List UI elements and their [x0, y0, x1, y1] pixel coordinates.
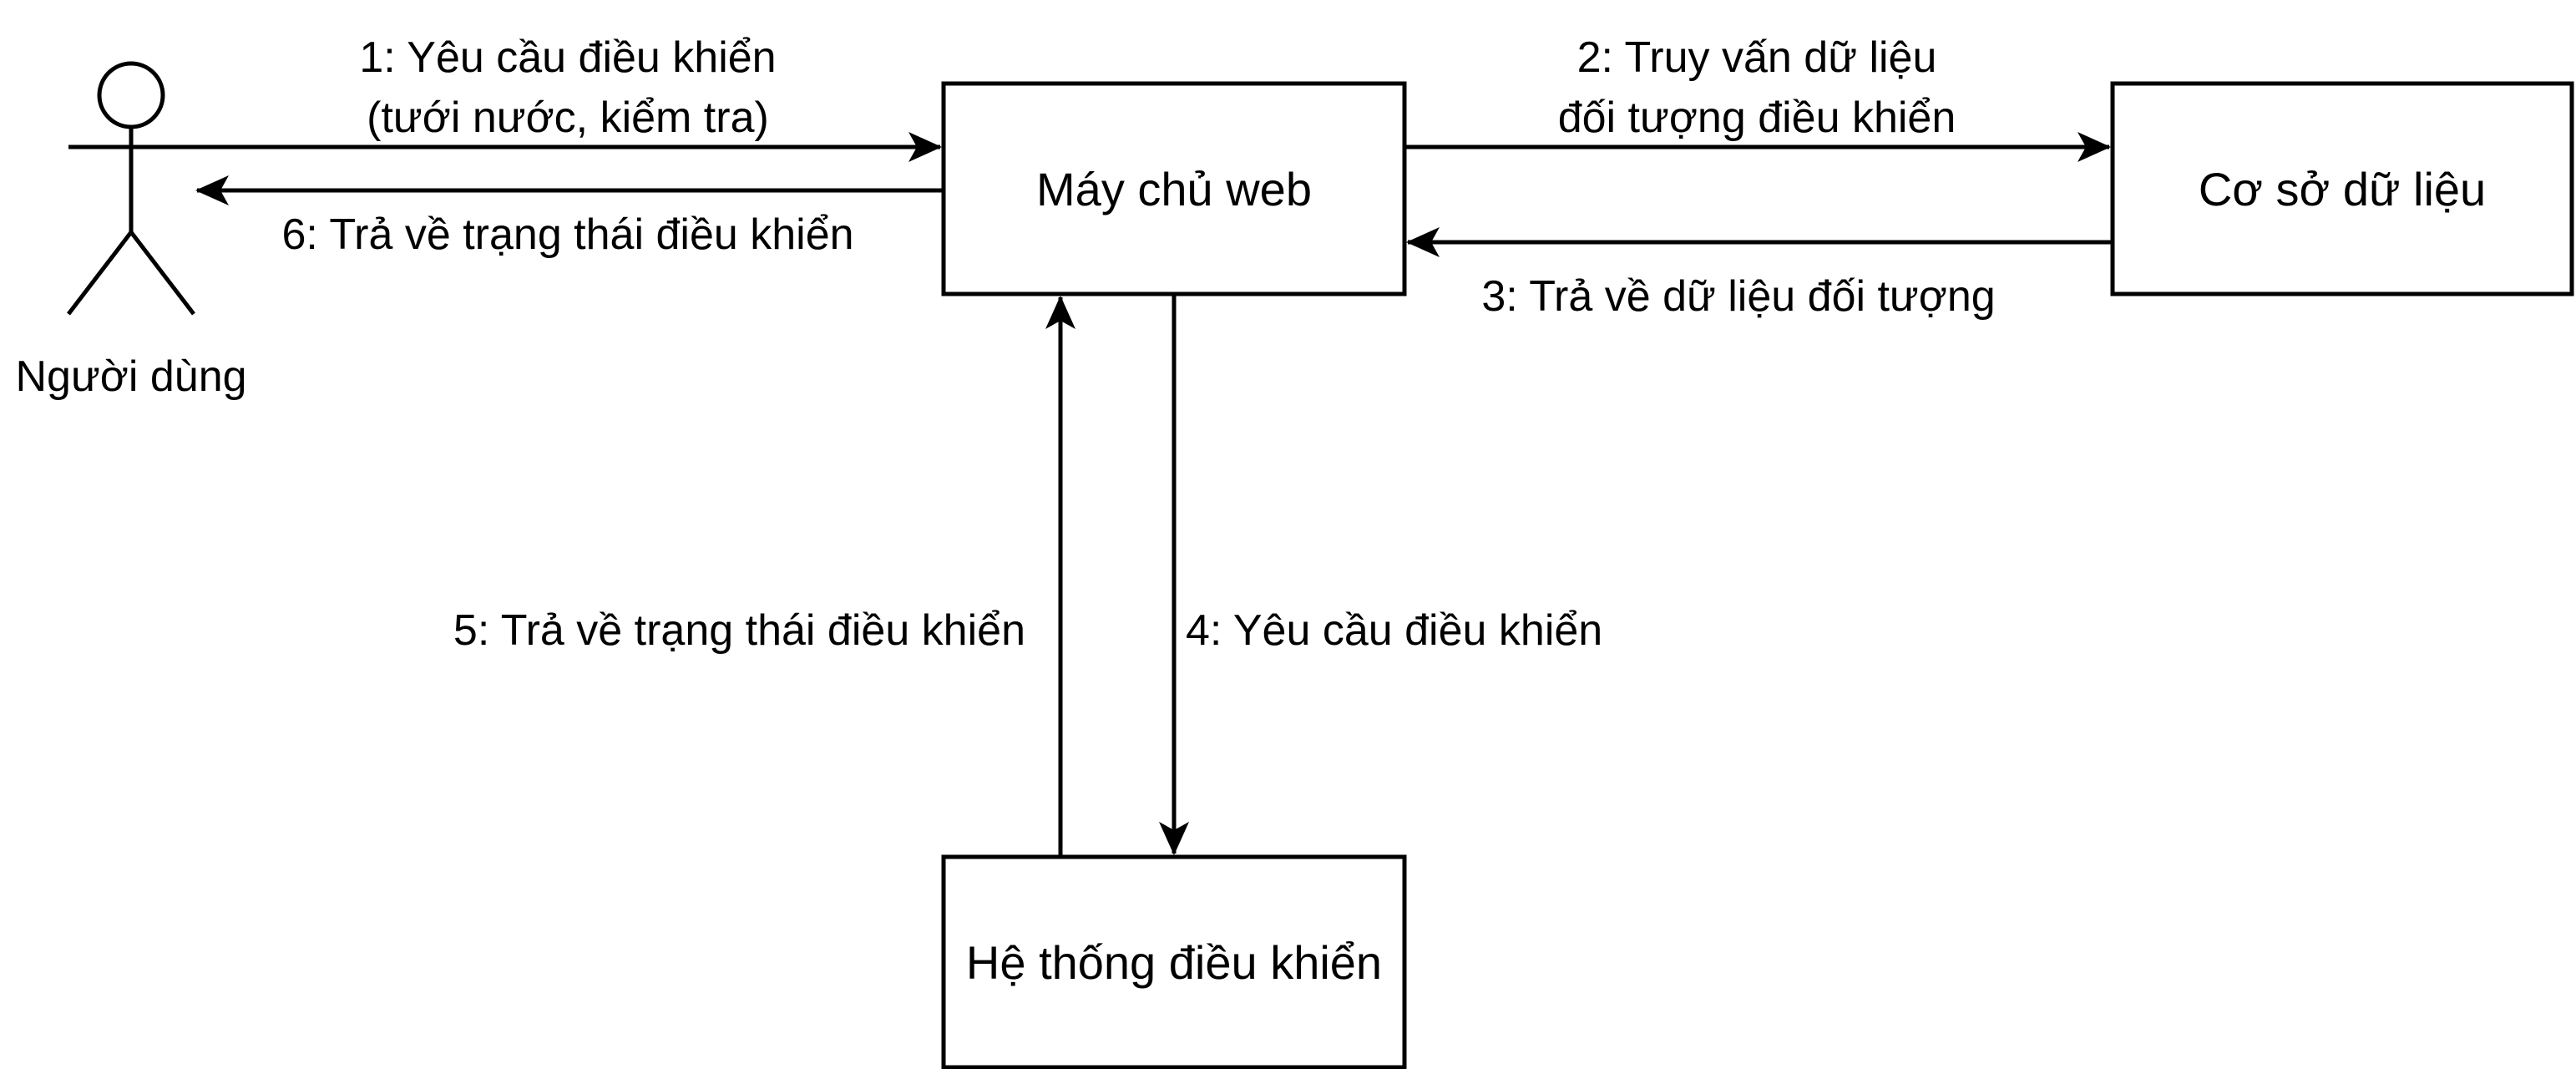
edge-1-label-line1: 1: Yêu cầu điều khiển — [359, 33, 776, 82]
actor-right-leg — [129, 231, 195, 316]
edge-2-label-line1: 2: Truy vấn dữ liệu — [1577, 33, 1937, 82]
node-control-system-box — [941, 854, 1407, 1069]
edge-2-query: 2: Truy vấn dữ liệu đối tượng điều khiển — [1404, 33, 2111, 162]
edge-4-control-request: 4: Yêu cầu điều khiển — [1159, 294, 1602, 855]
actor-head — [97, 61, 165, 129]
edge-1-label-line2: (tưới nước, kiểm tra) — [367, 94, 769, 142]
node-control-system: Hệ thống điều khiển — [941, 854, 1407, 1069]
actor-left-leg — [67, 231, 133, 316]
node-web-server: Máy chủ web — [941, 81, 1407, 296]
edge-3-return-data: 3: Trả về dữ liệu đối tượng — [1406, 227, 2113, 321]
node-web-server-label: Máy chủ web — [1036, 163, 1312, 215]
node-database: Cơ sở dữ liệu — [2110, 81, 2574, 296]
node-control-system-label: Hệ thống điều khiển — [966, 936, 1382, 989]
node-database-label: Cơ sở dữ liệu — [2199, 163, 2486, 215]
actor-label: Người dùng — [15, 352, 246, 401]
edge-4-label: 4: Yêu cầu điều khiển — [1186, 606, 1602, 655]
edge-1-request: 1: Yêu cầu điều khiển (tưới nước, kiểm t… — [194, 33, 942, 162]
edge-2-label-line2: đối tượng điều khiển — [1558, 94, 1956, 142]
edge-3-label: 3: Trả về dữ liệu đối tượng — [1481, 272, 1995, 321]
edge-6-return-status: 6: Trả về trạng thái điều khiển — [195, 175, 944, 259]
edge-6-label: 6: Trả về trạng thái điều khiển — [281, 210, 853, 259]
edge-5-label: 5: Trả về trạng thái điều khiển — [453, 606, 1025, 655]
node-database-box — [2110, 81, 2574, 296]
edge-5-return-status: 5: Trả về trạng thái điều khiển — [453, 296, 1075, 857]
actor-user: Người dùng — [15, 61, 247, 401]
